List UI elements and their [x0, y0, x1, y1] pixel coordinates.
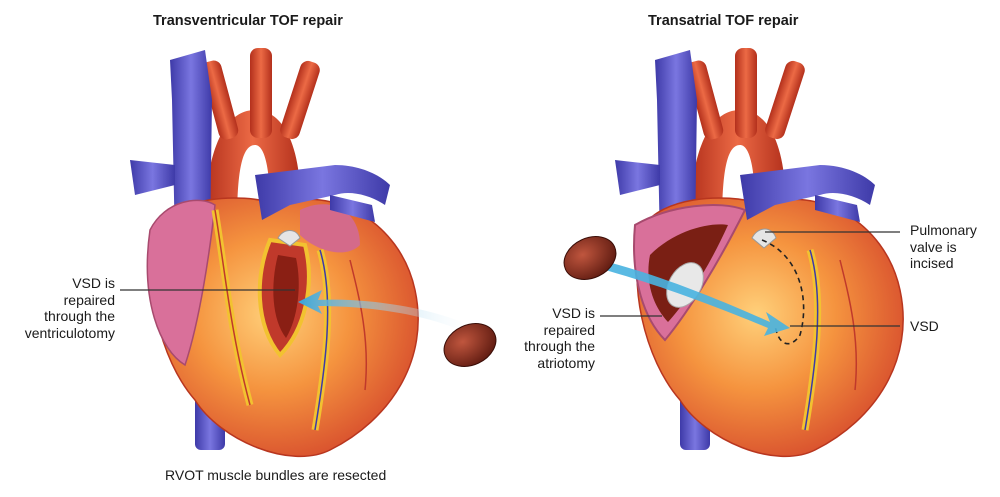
label-pulmonary-valve: Pulmonary valve is incised [910, 222, 977, 271]
artery-branch-r2 [686, 60, 724, 140]
pulmonary-valve-left [277, 230, 301, 247]
vsd-patch-right [563, 236, 617, 280]
coronary-vessel-r2 [839, 259, 858, 391]
pulmonary-artery-right [740, 165, 875, 220]
svc-branch-right [615, 160, 660, 195]
artery-branch-3 [280, 60, 320, 140]
label-vsd: VSD [910, 318, 939, 334]
pulmonary-artery [255, 165, 390, 220]
panel-title-right: Transatrial TOF repair [648, 13, 799, 29]
vsd-patch-left [443, 323, 497, 367]
label-vsd-atriotomy: VSD is repaired through the atriotomy [524, 305, 595, 371]
panel-title-left: Transventricular TOF repair [153, 13, 343, 29]
label-vsd-ventriculotomy: VSD is repaired through the ventriculoto… [24, 275, 115, 341]
coronary-vessel-1 [214, 209, 251, 406]
coronary-vessel-2 [314, 249, 329, 431]
coronary-vessel-r1 [804, 249, 819, 431]
artery-branch-r1 [735, 48, 757, 138]
coronary-vessel-3 [349, 259, 368, 391]
right-atrium [146, 199, 216, 367]
flow-arrow-right [598, 260, 790, 336]
pulmonary-branch-right [815, 195, 860, 222]
left-heart [120, 48, 497, 458]
right-heart [563, 48, 904, 458]
artery-branch-r3 [765, 60, 805, 140]
pulmonary-branch [330, 195, 375, 222]
artery-branch-2 [201, 60, 239, 140]
svc-vein [170, 50, 212, 245]
artery-branch-1 [250, 48, 272, 138]
label-rvot-resected: RVOT muscle bundles are resected [165, 467, 387, 483]
ventriculotomy-inner [273, 255, 299, 338]
flow-arrow-left [298, 290, 480, 338]
pulmonary-valve-right [751, 228, 777, 249]
left-atrium [300, 204, 360, 253]
svc-vein-right [655, 50, 697, 245]
svc-branch [130, 160, 175, 195]
